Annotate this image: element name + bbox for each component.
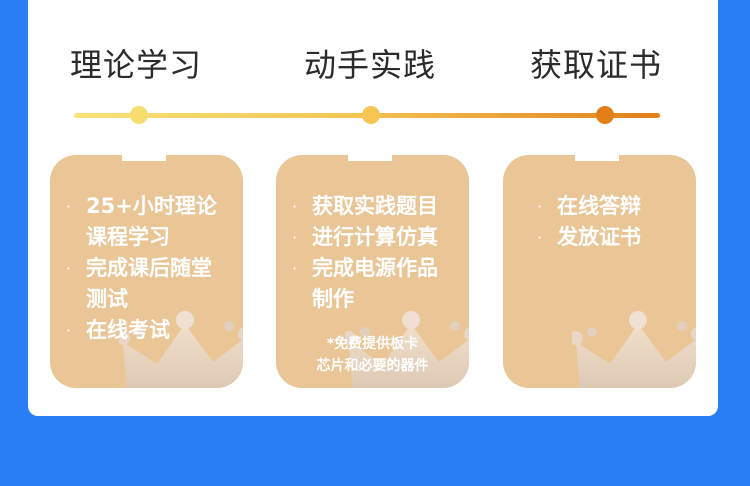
panel-practice: · 获取实践题目 · 进行计算仿真 · 完成电源作品 制作 *免费提供板卡 芯片…	[276, 155, 469, 388]
step-title-theory: 理论学习	[70, 46, 203, 84]
bullet-icon: ·	[292, 259, 298, 278]
bullet-icon: ·	[537, 228, 543, 247]
list-item: · 在线考试	[50, 315, 243, 346]
crown-icon	[572, 311, 696, 388]
crown-icon	[119, 311, 243, 388]
list-item: · 获取实践题目	[276, 191, 469, 222]
bullet-icon: ·	[292, 228, 298, 247]
note-line-2: 芯片和必要的器件	[316, 358, 429, 374]
progress-dot-certificate	[596, 106, 614, 124]
bullet-icon: ·	[66, 259, 72, 278]
crown-icon	[345, 311, 469, 388]
bullet-icon: ·	[537, 197, 543, 216]
panel-certificate: · 在线答辩 · 发放证书	[503, 155, 696, 388]
course-steps-card: 理论学习 动手实践 获取证书 · 25+小时理论 课程学习	[28, 0, 718, 416]
bullet-icon: ·	[292, 197, 298, 216]
step-title-certificate: 获取证书	[530, 46, 663, 84]
list-item: · 进行计算仿真	[276, 222, 469, 253]
progress-dot-theory	[130, 106, 148, 124]
list-item: · 完成课后随堂 测试	[50, 253, 243, 315]
free-kit-note: *免费提供板卡 芯片和必要的器件	[276, 333, 469, 377]
note-line-1: *免费提供板卡	[326, 336, 419, 352]
list-item: · 发放证书	[521, 222, 696, 253]
step-title-practice: 动手实践	[304, 46, 437, 84]
panel-tab	[348, 155, 392, 161]
panel-tab	[575, 155, 619, 161]
list-item: · 完成电源作品 制作	[276, 253, 469, 315]
bullet-icon: ·	[66, 321, 72, 340]
bullet-icon: ·	[66, 197, 72, 216]
panel-theory: · 25+小时理论 课程学习 · 完成课后随堂 测试 · 在线考试	[50, 155, 243, 388]
list-item: · 在线答辩	[521, 191, 696, 222]
list-item: · 25+小时理论 课程学习	[50, 191, 243, 253]
progress-dot-practice	[362, 106, 380, 124]
panel-tab	[122, 155, 166, 161]
